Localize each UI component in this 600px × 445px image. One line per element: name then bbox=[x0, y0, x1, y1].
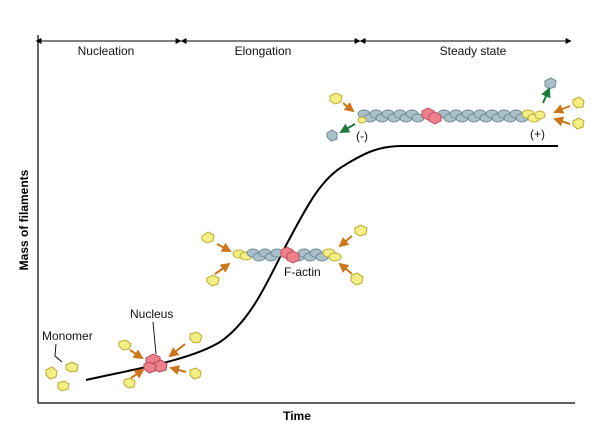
elongation-addition-arrows bbox=[214, 235, 353, 275]
addition-arrow bbox=[216, 242, 232, 252]
monomer-shape bbox=[65, 361, 79, 373]
phase-label-nucleation: Nucleation bbox=[78, 44, 135, 58]
filament-gray-subunits bbox=[357, 109, 529, 123]
addition-arrow bbox=[553, 104, 571, 114]
monomer-pointer bbox=[54, 343, 63, 363]
filament-plus-tip bbox=[322, 248, 342, 262]
released-subunit bbox=[544, 77, 557, 90]
free-monomers-steady-state bbox=[329, 92, 585, 130]
x-axis-title: Time bbox=[283, 409, 311, 423]
nucleus-subunit bbox=[143, 361, 157, 374]
released-subunit bbox=[326, 129, 338, 142]
monomer-shape bbox=[201, 231, 215, 244]
label-plus-end: (+) bbox=[530, 127, 545, 141]
free-monomers-nucleation bbox=[45, 331, 203, 392]
loss-arrow bbox=[541, 87, 551, 104]
monomer-shape bbox=[123, 377, 136, 389]
loss-arrow bbox=[339, 123, 356, 133]
addition-arrow bbox=[169, 365, 187, 375]
nucleus-cluster bbox=[143, 353, 168, 374]
polymerization-curve bbox=[85, 145, 558, 381]
addition-arrow bbox=[214, 262, 231, 275]
label-f-actin: F-actin bbox=[284, 265, 321, 279]
monomer-shape bbox=[57, 380, 70, 392]
free-monomers-elongation bbox=[201, 224, 368, 287]
monomer-shape bbox=[572, 117, 585, 130]
addition-arrow bbox=[338, 235, 353, 248]
addition-arrow bbox=[342, 102, 355, 113]
filament-nucleus-core bbox=[421, 107, 442, 125]
steady-state-loss-arrows bbox=[339, 87, 551, 133]
nucleus-pointer bbox=[152, 321, 157, 355]
filament-gray-subunits bbox=[246, 248, 329, 262]
monomer-shape bbox=[572, 96, 585, 109]
monomer-shape bbox=[350, 272, 364, 286]
nucleus-addition-arrows bbox=[129, 343, 187, 379]
monomer-shape bbox=[118, 339, 132, 351]
phase-label-steady-state: Steady state bbox=[440, 44, 507, 58]
filament-minus-tip bbox=[357, 116, 367, 124]
phase-label-elongation: Elongation bbox=[235, 44, 292, 58]
monomer-shape bbox=[189, 331, 203, 344]
monomer-shape bbox=[189, 367, 202, 380]
addition-arrow bbox=[168, 343, 186, 358]
addition-arrow bbox=[553, 116, 571, 127]
addition-arrow bbox=[129, 349, 144, 360]
filament-nucleus-core bbox=[280, 246, 300, 264]
monomer-shape bbox=[45, 366, 58, 380]
steady-state-addition-arrows bbox=[342, 102, 571, 127]
label-monomer: Monomer bbox=[42, 329, 93, 343]
addition-arrow bbox=[130, 368, 145, 379]
y-axis-title: Mass of filaments bbox=[17, 169, 31, 270]
dissociated-subunits bbox=[326, 77, 557, 142]
steady-state-filament bbox=[357, 107, 546, 125]
label-nucleus: Nucleus bbox=[130, 307, 173, 321]
label-minus-end: (-) bbox=[356, 129, 368, 143]
filament-plus-tip bbox=[521, 109, 546, 123]
monomer-shape bbox=[354, 224, 368, 237]
monomer-shape bbox=[329, 92, 343, 105]
monomer-shape bbox=[206, 274, 220, 287]
addition-arrow bbox=[338, 262, 353, 275]
elongating-filament bbox=[232, 246, 342, 264]
